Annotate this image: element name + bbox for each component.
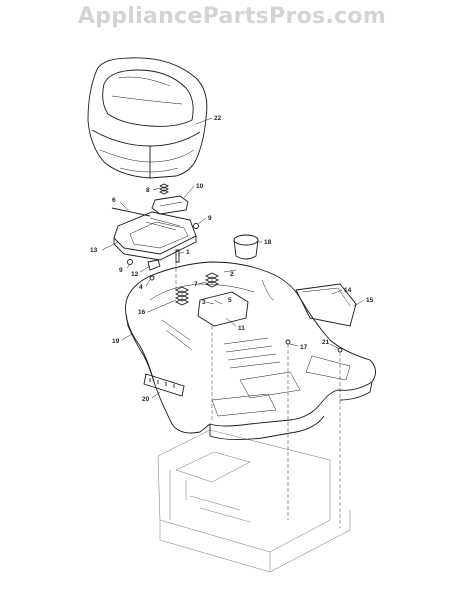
seat[interactable] bbox=[87, 57, 208, 179]
cup-holder[interactable] bbox=[233, 234, 259, 260]
pivot-bracket[interactable] bbox=[151, 195, 189, 215]
screw-21[interactable] bbox=[337, 347, 343, 353]
callout-9a: 9 bbox=[208, 215, 212, 222]
seat-spring[interactable] bbox=[158, 183, 170, 195]
callout-15: 15 bbox=[366, 297, 374, 304]
screw-9a[interactable] bbox=[193, 223, 199, 229]
callout-11: 11 bbox=[238, 325, 245, 332]
callout-3: 3 bbox=[202, 299, 206, 306]
callout-13: 13 bbox=[90, 247, 98, 254]
spring-16[interactable] bbox=[174, 286, 190, 306]
callout-2: 2 bbox=[230, 271, 234, 278]
callout-6: 6 bbox=[112, 197, 116, 204]
callout-10: 10 bbox=[196, 183, 204, 190]
screw-17[interactable] bbox=[285, 339, 291, 345]
callout-20: 20 bbox=[142, 396, 150, 403]
callout-7: 7 bbox=[194, 281, 198, 288]
nut-4[interactable] bbox=[149, 275, 155, 281]
callout-21: 21 bbox=[322, 339, 330, 346]
callout-4: 4 bbox=[139, 284, 143, 291]
fender-deck[interactable] bbox=[125, 261, 376, 441]
callout-5: 5 bbox=[228, 297, 232, 304]
callout-12: 12 bbox=[131, 271, 139, 278]
screw-9b[interactable] bbox=[127, 259, 133, 265]
callout-9b: 9 bbox=[119, 267, 123, 274]
callout-16: 16 bbox=[138, 309, 146, 316]
callout-17: 17 bbox=[300, 344, 308, 351]
bolt-1[interactable] bbox=[175, 249, 180, 263]
callout-19: 19 bbox=[112, 338, 120, 345]
callout-1: 1 bbox=[186, 249, 190, 256]
leader-lines bbox=[101, 117, 365, 399]
callout-8: 8 bbox=[146, 187, 150, 194]
seat-pan[interactable] bbox=[113, 211, 197, 261]
callout-18: 18 bbox=[264, 239, 272, 246]
seat-rail-bracket[interactable] bbox=[143, 373, 185, 397]
knob-12[interactable] bbox=[147, 259, 161, 271]
seat-mount-plate[interactable] bbox=[174, 272, 249, 327]
adjustment-rod[interactable] bbox=[111, 207, 151, 217]
callout-22: 22 bbox=[214, 115, 222, 122]
callout-14: 14 bbox=[344, 287, 352, 294]
spring-7[interactable] bbox=[204, 272, 220, 288]
side-panel[interactable] bbox=[295, 283, 357, 327]
watermark: AppliancePartsPros.com bbox=[77, 4, 387, 29]
frame bbox=[157, 429, 351, 573]
